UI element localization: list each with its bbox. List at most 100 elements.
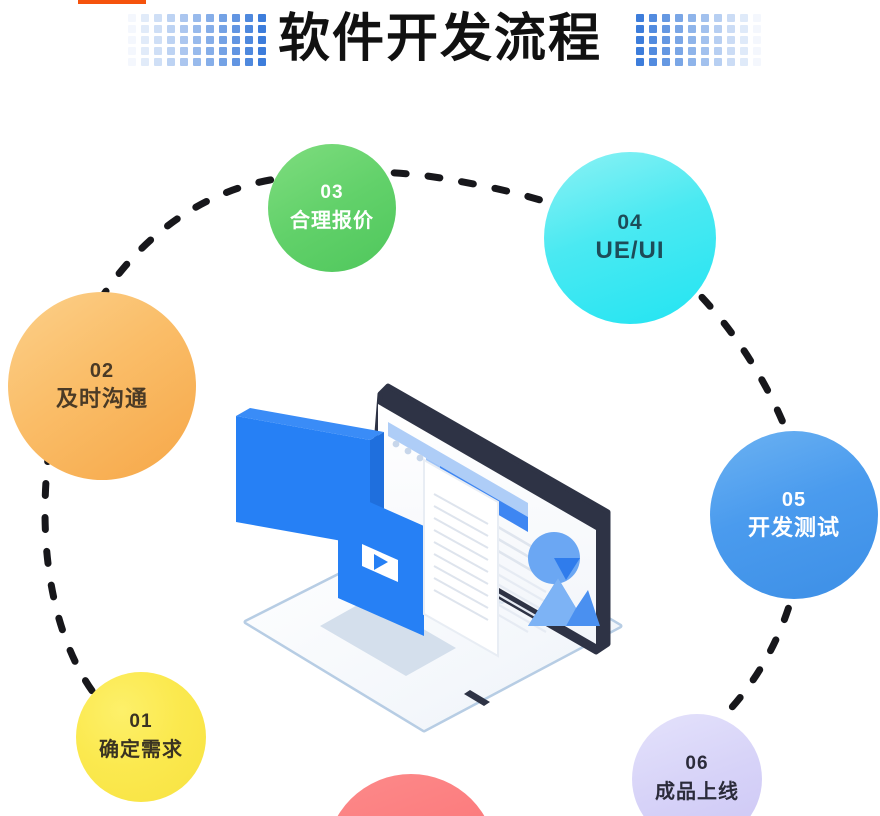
dot-grid-right bbox=[636, 14, 766, 69]
grid-dot bbox=[649, 25, 657, 33]
grid-dot bbox=[727, 47, 735, 55]
grid-dot bbox=[636, 36, 644, 44]
grid-dot bbox=[128, 14, 136, 22]
grid-dot bbox=[649, 47, 657, 55]
step-label: 开发测试 bbox=[747, 515, 840, 540]
grid-dot bbox=[193, 47, 201, 55]
grid-dot bbox=[180, 14, 188, 22]
page-title: 软件开发流程 bbox=[277, 10, 602, 68]
grid-dot bbox=[193, 58, 201, 66]
step-number: 05 bbox=[781, 489, 807, 511]
grid-dot bbox=[206, 14, 214, 22]
grid-dot bbox=[727, 25, 735, 33]
grid-dot bbox=[740, 25, 748, 33]
step-label: 及时沟通 bbox=[55, 386, 148, 411]
grid-dot bbox=[701, 47, 709, 55]
grid-dot bbox=[740, 47, 748, 55]
grid-dot bbox=[701, 25, 709, 33]
grid-dot bbox=[206, 47, 214, 55]
step-circle-04[interactable]: 04 UE/UI bbox=[544, 152, 716, 324]
grid-dot bbox=[180, 47, 188, 55]
grid-dot bbox=[245, 36, 253, 44]
grid-dot bbox=[128, 58, 136, 66]
grid-dot bbox=[245, 25, 253, 33]
grid-dot bbox=[193, 36, 201, 44]
grid-dot bbox=[128, 25, 136, 33]
step-number: 06 bbox=[685, 753, 709, 774]
step-circle-03[interactable]: 03 合理报价 bbox=[268, 144, 396, 272]
grid-dot bbox=[649, 58, 657, 66]
grid-dot bbox=[753, 58, 761, 66]
grid-dot bbox=[232, 58, 240, 66]
grid-dot bbox=[688, 25, 696, 33]
step-circle-02[interactable]: 02 及时沟通 bbox=[8, 292, 196, 480]
grid-dot bbox=[649, 14, 657, 22]
grid-dot bbox=[232, 47, 240, 55]
grid-dot bbox=[232, 14, 240, 22]
step-number: 04 bbox=[617, 211, 643, 234]
grid-dot bbox=[714, 36, 722, 44]
step-label: 成品上线 bbox=[655, 781, 739, 803]
grid-dot bbox=[206, 36, 214, 44]
grid-dot bbox=[258, 25, 266, 33]
step-circle-05[interactable]: 05 开发测试 bbox=[710, 431, 878, 599]
grid-dot bbox=[141, 58, 149, 66]
grid-dot bbox=[219, 47, 227, 55]
grid-dot bbox=[245, 58, 253, 66]
grid-dot bbox=[740, 36, 748, 44]
grid-dot bbox=[206, 25, 214, 33]
grid-dot bbox=[753, 47, 761, 55]
grid-dot bbox=[180, 25, 188, 33]
grid-dot bbox=[167, 47, 175, 55]
grid-dot bbox=[740, 58, 748, 66]
grid-dot bbox=[245, 47, 253, 55]
grid-dot bbox=[154, 36, 162, 44]
grid-dot bbox=[649, 36, 657, 44]
grid-dot bbox=[258, 47, 266, 55]
floating-video-panel bbox=[338, 488, 424, 636]
grid-dot bbox=[701, 58, 709, 66]
grid-dot bbox=[219, 36, 227, 44]
grid-dot bbox=[753, 25, 761, 33]
grid-dot bbox=[193, 14, 201, 22]
grid-dot bbox=[740, 14, 748, 22]
grid-dot bbox=[675, 14, 683, 22]
grid-dot bbox=[701, 36, 709, 44]
grid-dot bbox=[727, 58, 735, 66]
grid-dot bbox=[636, 47, 644, 55]
grid-dot bbox=[232, 36, 240, 44]
grid-dot bbox=[662, 47, 670, 55]
step-number: 01 bbox=[129, 711, 153, 732]
grid-dot bbox=[154, 14, 162, 22]
grid-dot bbox=[219, 58, 227, 66]
grid-dot bbox=[180, 58, 188, 66]
grid-dot bbox=[753, 14, 761, 22]
grid-dot bbox=[753, 36, 761, 44]
grid-dot bbox=[167, 25, 175, 33]
grid-dot bbox=[258, 14, 266, 22]
step-number: 03 bbox=[320, 182, 344, 203]
grid-dot bbox=[675, 25, 683, 33]
grid-dot bbox=[688, 58, 696, 66]
dot-grid-left bbox=[128, 14, 271, 69]
grid-dot bbox=[662, 25, 670, 33]
grid-dot bbox=[154, 58, 162, 66]
grid-dot bbox=[688, 14, 696, 22]
grid-dot bbox=[128, 47, 136, 55]
step-label: 确定需求 bbox=[99, 739, 183, 761]
grid-dot bbox=[688, 47, 696, 55]
grid-dot bbox=[636, 14, 644, 22]
grid-dot bbox=[701, 14, 709, 22]
grid-dot bbox=[141, 14, 149, 22]
page-header: 软件开发流程 bbox=[0, 0, 880, 86]
accent-bar bbox=[78, 0, 146, 4]
grid-dot bbox=[141, 25, 149, 33]
step-circle-06[interactable]: 06 成品上线 bbox=[632, 714, 762, 816]
grid-dot bbox=[206, 58, 214, 66]
grid-dot bbox=[258, 58, 266, 66]
grid-dot bbox=[154, 25, 162, 33]
step-label: 合理报价 bbox=[290, 210, 374, 232]
grid-dot bbox=[662, 36, 670, 44]
grid-dot bbox=[128, 36, 136, 44]
step-circle-01[interactable]: 01 确定需求 bbox=[76, 672, 206, 802]
